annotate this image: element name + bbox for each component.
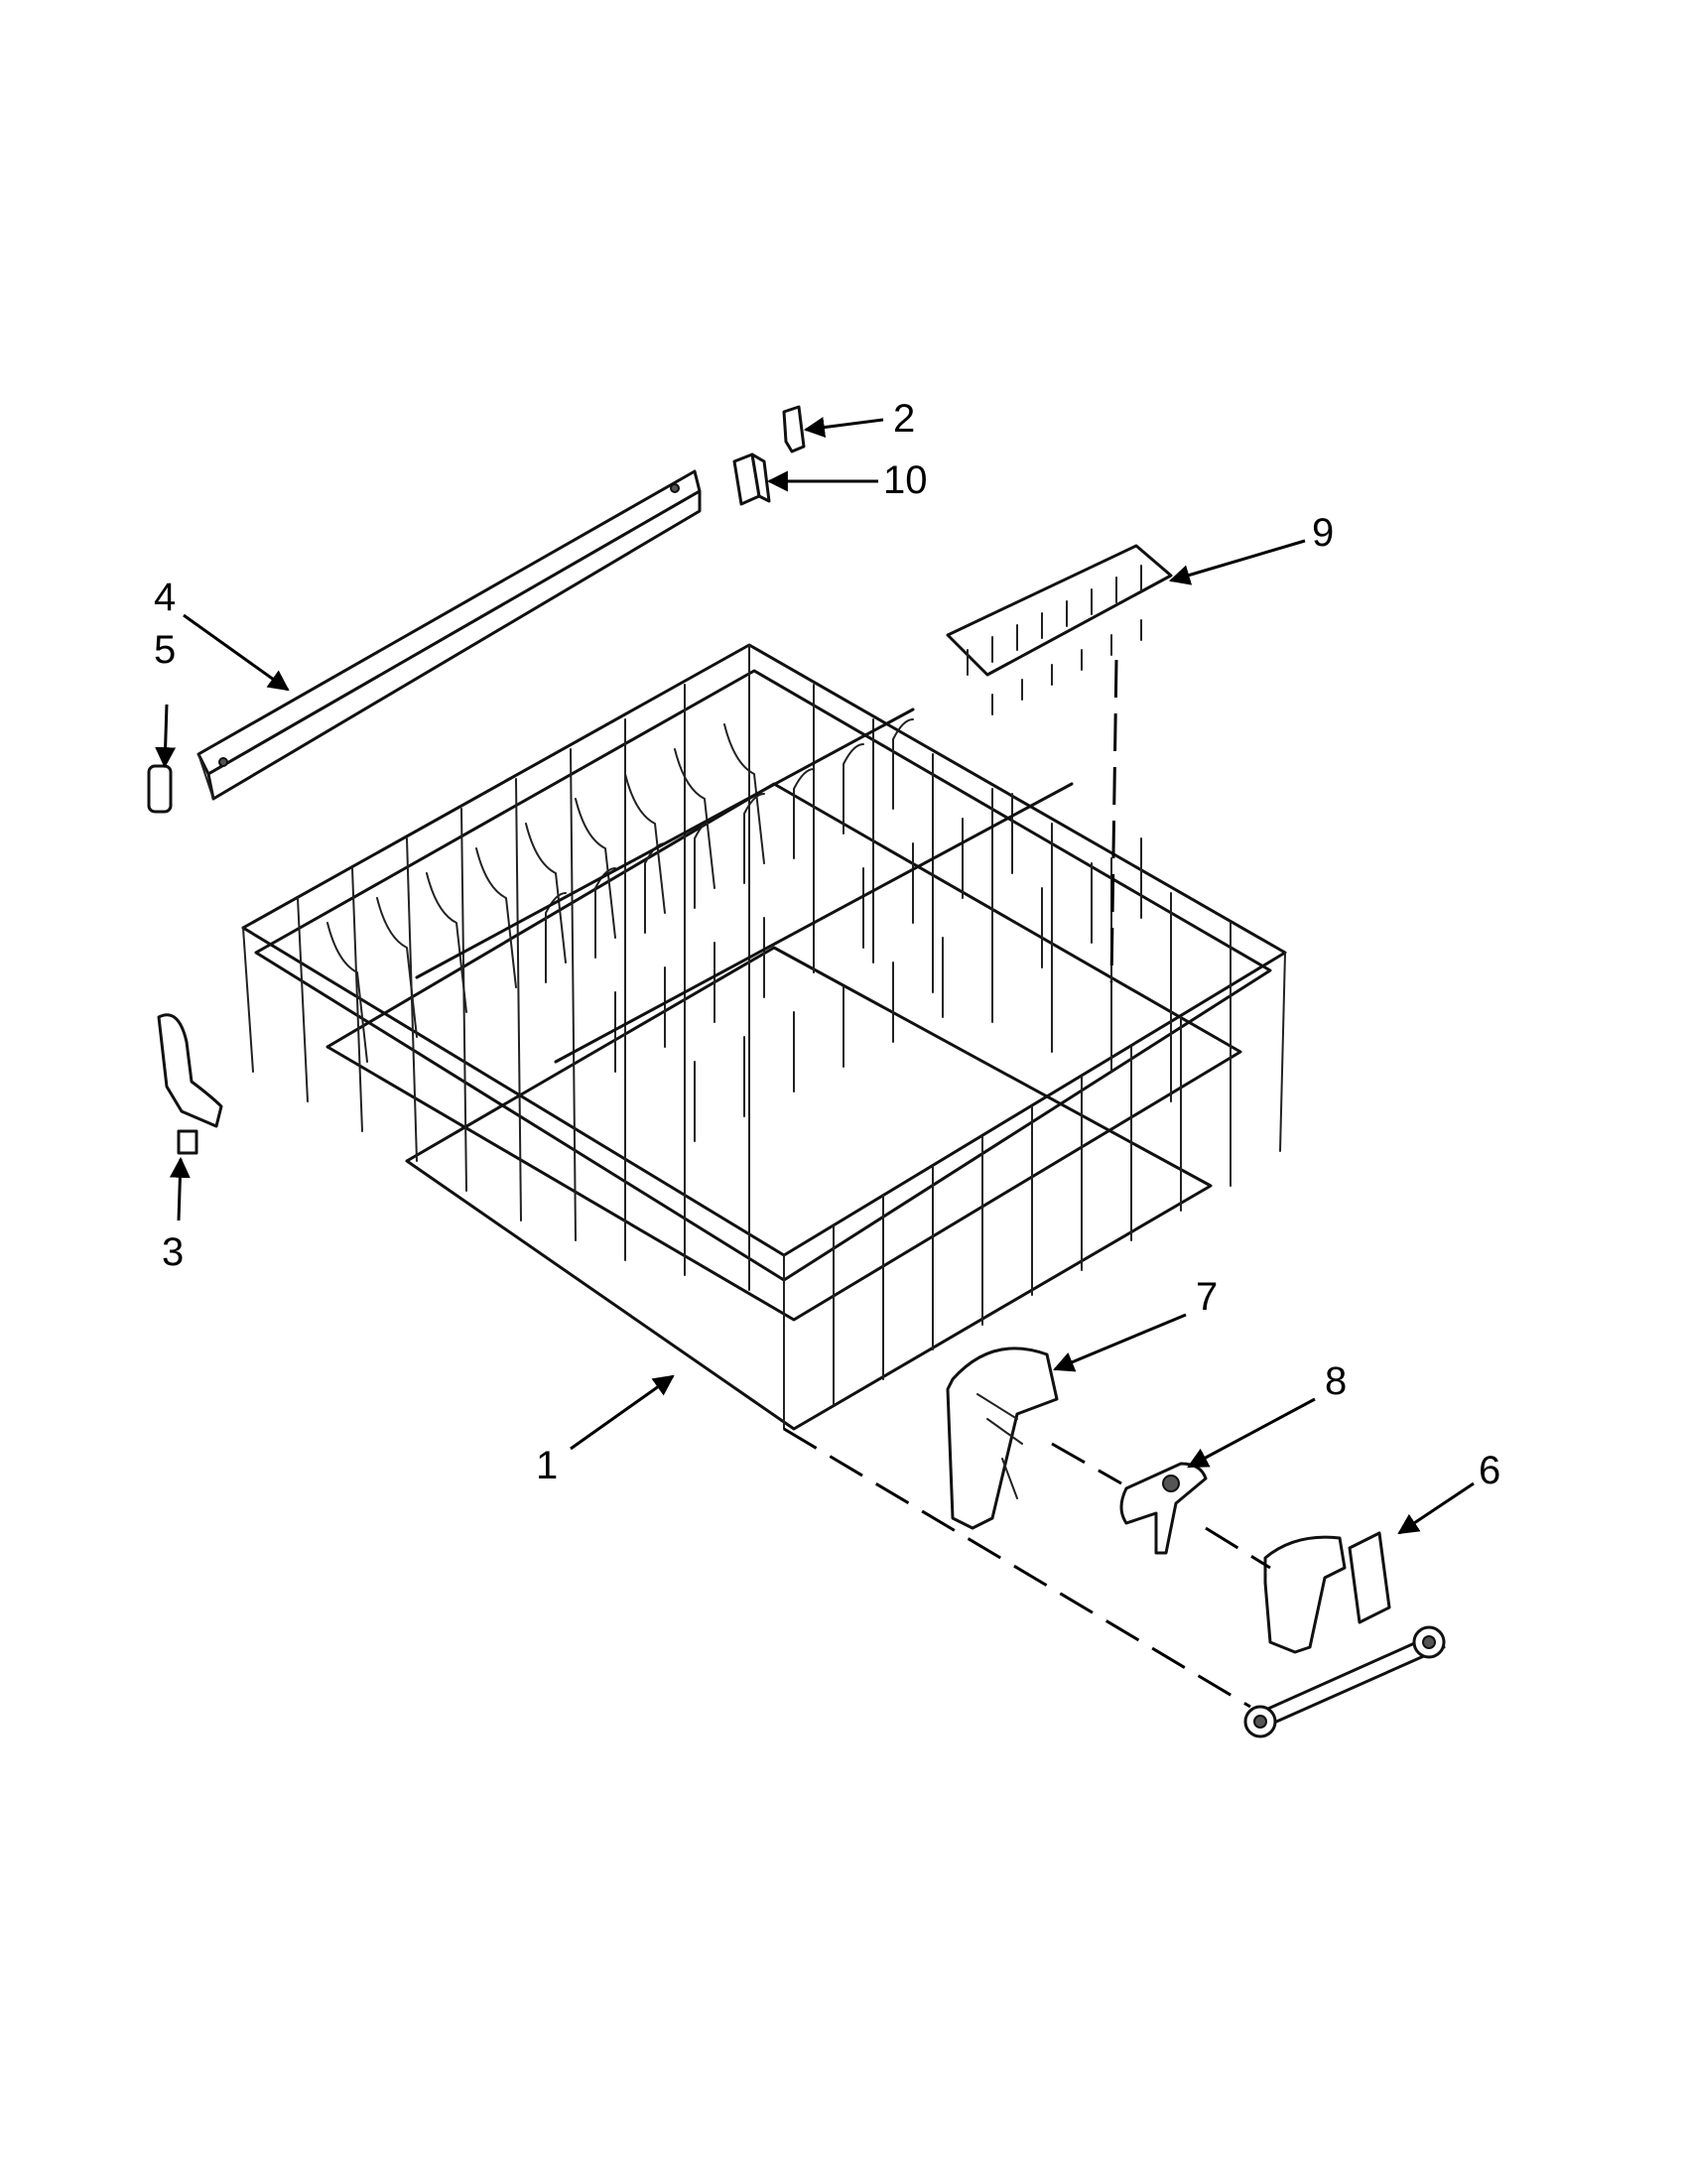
adjuster-lever [1119, 1462, 1208, 1555]
rack-rail [196, 469, 702, 801]
alignment-line-1 [783, 1427, 1251, 1709]
leader-8 [1187, 1397, 1316, 1469]
leader-1 [570, 1374, 675, 1451]
clip [782, 405, 806, 453]
leader-4 [183, 613, 290, 692]
leader-3 [169, 1156, 191, 1221]
dishrack-basket [241, 643, 1287, 1431]
leader-7 [1053, 1313, 1187, 1372]
adjuster-housing [946, 1347, 1059, 1530]
rail-stop [732, 452, 771, 506]
wheel-assembly [1243, 1531, 1446, 1738]
tine-row [946, 544, 1173, 715]
leader-9 [1168, 539, 1306, 585]
callout-3: 3 [162, 1230, 184, 1274]
callout-9: 9 [1312, 511, 1334, 555]
alignment-line-9 [1109, 659, 1118, 983]
callout-2: 2 [893, 397, 915, 441]
leader-2 [803, 417, 884, 439]
callout-10: 10 [883, 458, 928, 502]
callout-8: 8 [1325, 1359, 1347, 1403]
wheel-bracket [157, 1013, 223, 1155]
leader-6 [1397, 1481, 1475, 1535]
alignment-line-6 [1205, 1526, 1271, 1570]
leader-5 [155, 704, 177, 769]
callout-4: 4 [154, 576, 176, 619]
end-cap [147, 764, 173, 814]
callout-5: 5 [154, 628, 176, 672]
callout-1: 1 [536, 1444, 558, 1487]
callout-7: 7 [1196, 1275, 1218, 1319]
alignment-line-8 [1051, 1442, 1122, 1485]
callout-6: 6 [1479, 1449, 1500, 1492]
